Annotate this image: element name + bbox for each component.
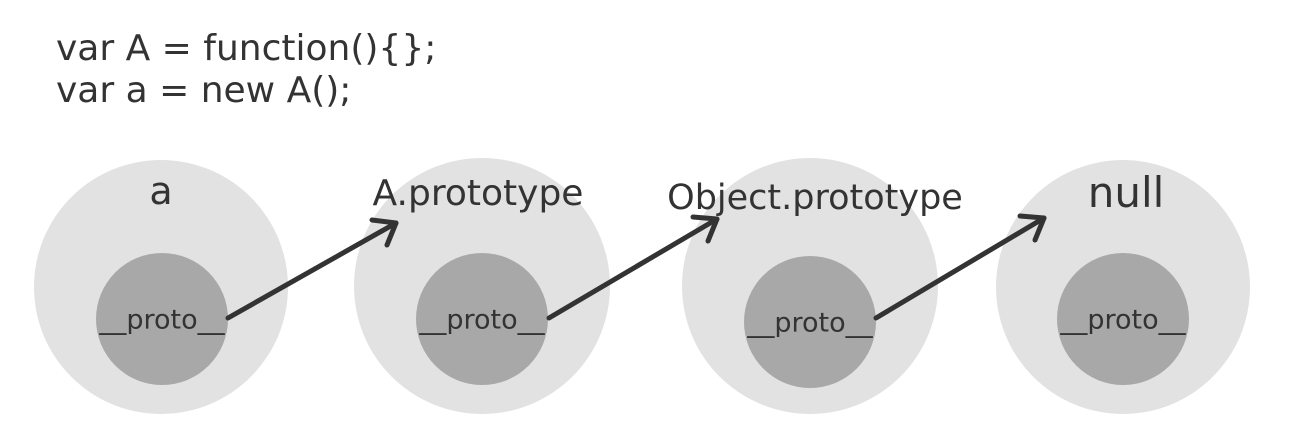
node-title-null: null bbox=[1087, 168, 1165, 217]
proto-label-a-prototype: __proto__ bbox=[419, 304, 545, 336]
inner-circle-null bbox=[1057, 253, 1189, 385]
arrow-object-prototype-to-null bbox=[873, 213, 1047, 321]
node-title-object-prototype: Object.prototype bbox=[667, 178, 963, 218]
proto-label-object-prototype: __proto__ bbox=[747, 307, 873, 339]
proto-label-a: __proto__ bbox=[99, 304, 225, 336]
arrow-a-prototype-to-object-prototype bbox=[546, 214, 720, 321]
node-title-a-prototype: A.prototype bbox=[372, 173, 584, 214]
inner-circle-a bbox=[96, 253, 228, 385]
node-title-a: a bbox=[149, 169, 173, 213]
code-snippet: var A = function(){}; var a = new A(); bbox=[56, 28, 436, 112]
code-line-1: var A = function(){}; bbox=[56, 28, 437, 69]
arrow-a-to-a-prototype bbox=[225, 217, 399, 321]
inner-circle-object-prototype bbox=[744, 256, 876, 388]
proto-label-null: __proto__ bbox=[1060, 304, 1186, 336]
code-line-2: var a = new A(); bbox=[56, 70, 352, 111]
inner-circle-a-prototype bbox=[416, 253, 548, 385]
